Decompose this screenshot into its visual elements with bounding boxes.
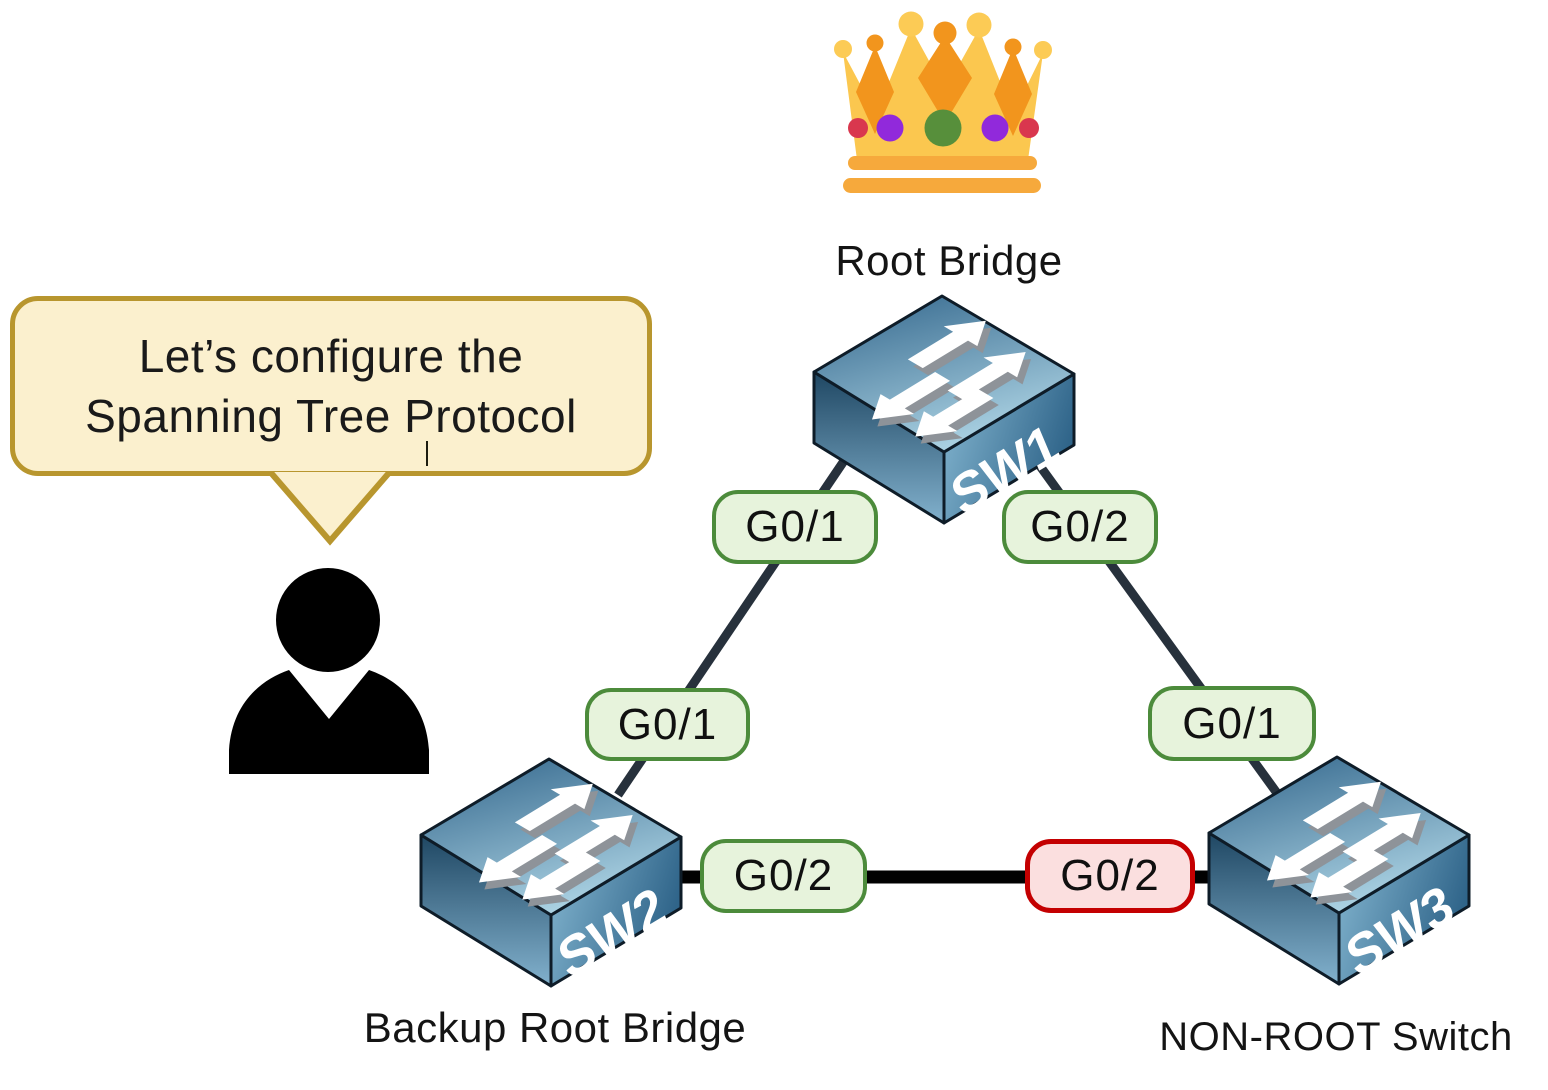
jewel-green [924, 109, 962, 147]
port-label: G0/2 [1060, 851, 1160, 900]
switch-sw1: SW1 [812, 294, 1076, 528]
jewel-red [848, 118, 868, 138]
jewel-red [1019, 118, 1039, 138]
crown-ball [966, 12, 992, 38]
port-label: G0/1 [745, 502, 845, 551]
crown-band [848, 156, 1037, 170]
crown-spike-left [856, 46, 894, 134]
switch-sw3: SW3 [1207, 755, 1471, 989]
person-icon [229, 568, 429, 774]
crown-ball [834, 40, 852, 58]
switch-top-face [419, 757, 683, 917]
crown-ball [898, 11, 924, 37]
caption-backup-root-bridge: Backup Root Bridge [363, 1004, 747, 1051]
port-label: G0/1 [617, 699, 718, 749]
crown-ball [1034, 41, 1052, 59]
switch-sw2: SW2 [419, 757, 683, 991]
jewel-purple [876, 114, 904, 142]
caption-root-bridge: Root Bridge [835, 237, 1063, 284]
port-pill-sw1-g0-2: G0/2 [1002, 490, 1158, 564]
crown-spike-right [994, 48, 1032, 136]
port-label: G0/2 [1030, 502, 1130, 551]
crown-spike-center [918, 36, 972, 123]
text-cursor-artifact [426, 441, 428, 466]
switch-top-face [812, 294, 1076, 454]
person-body [229, 670, 429, 774]
port-pill-sw3-g0-2-blocked: G0/2 [1025, 839, 1195, 913]
crown-icon [834, 11, 1052, 193]
person-head [276, 568, 380, 672]
crown-ball [866, 34, 884, 52]
speech-bubble-line1: Let’s configure the [138, 330, 524, 382]
port-label: G0/2 [733, 851, 834, 900]
port-pill-sw2-g0-1: G0/1 [585, 688, 750, 761]
speech-bubble: Let’s configure the Spanning Tree Protoc… [10, 296, 652, 476]
speech-bubble-tail [269, 471, 391, 546]
tail-border [269, 471, 391, 546]
port-label: G0/1 [1182, 698, 1282, 748]
caption-non-root-switch: NON-ROOT Switch [1159, 1015, 1513, 1059]
port-pill-sw1-g0-1: G0/1 [712, 490, 878, 564]
crown-ball [933, 21, 957, 45]
speech-bubble-line2: Spanning Tree Protocol [85, 390, 577, 442]
port-pill-sw2-g0-2: G0/2 [700, 839, 867, 913]
port-pill-sw3-g0-1: G0/1 [1148, 686, 1316, 761]
jewel-purple [981, 114, 1009, 142]
crown-band [843, 178, 1041, 193]
switch-top-face [1207, 755, 1471, 915]
crown-ball [1004, 38, 1022, 56]
tail-fill [272, 472, 388, 541]
